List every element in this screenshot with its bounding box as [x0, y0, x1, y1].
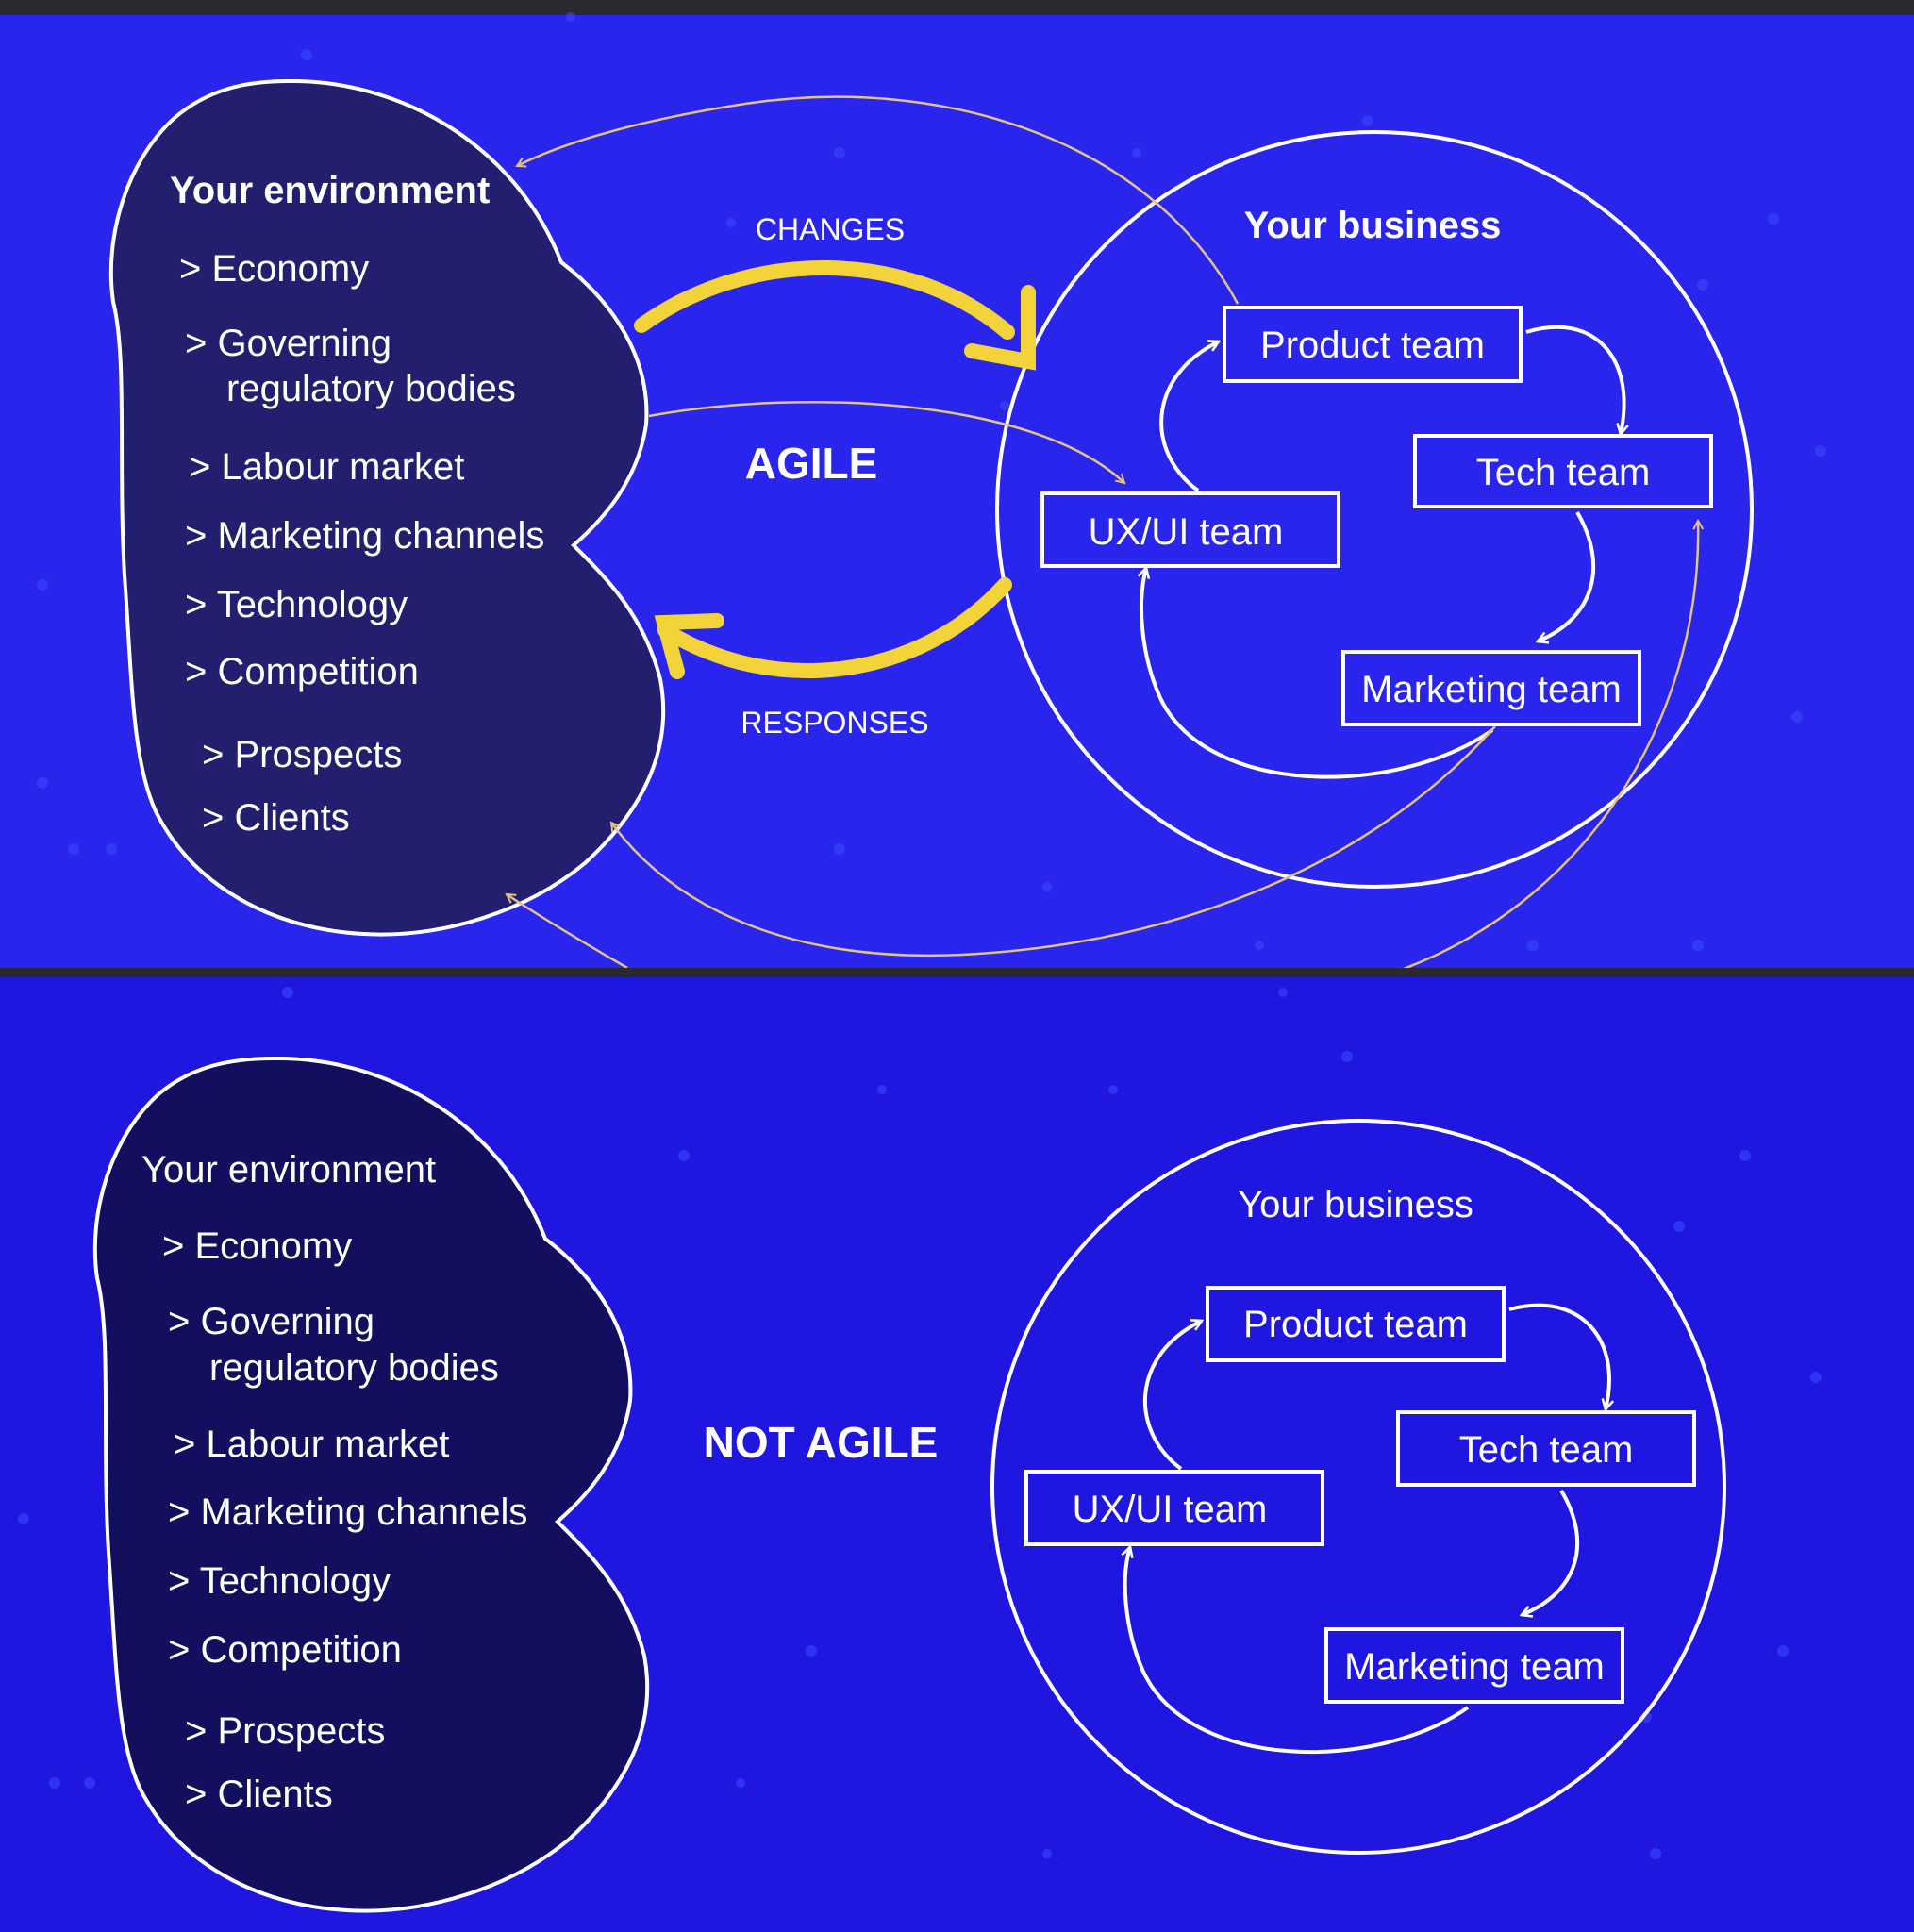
responses-arrow [657, 577, 1012, 678]
feedback-arrow-lower-left [507, 894, 628, 968]
responses-arrowhead [654, 613, 724, 679]
environment-title: Your environment [170, 170, 490, 211]
env-item-technology: > Technology [185, 584, 408, 625]
not-agile-panel: Your environment > Economy > Governing r… [0, 977, 1914, 1932]
team-product-bottom: Product team [1206, 1286, 1506, 1362]
team-tech: Tech team [1413, 434, 1713, 508]
responses-label: RESPONSES [741, 706, 928, 740]
feedback-arrow-right [1402, 521, 1698, 968]
feedback-arrow-bottom [611, 725, 1496, 957]
env-item-labour-market: > Labour market [189, 446, 464, 488]
business-circle-bottom [990, 1119, 1726, 1855]
env-item-regulatory-bodies: regulatory bodies [226, 368, 516, 409]
background-dots [37, 12, 1826, 951]
team-marketing: Marketing team [1341, 650, 1641, 726]
agile-label: AGILE [745, 439, 878, 488]
env-item-governing-bottom: > Governing [168, 1301, 374, 1342]
team-marketing-label-bottom: Marketing team [1344, 1646, 1605, 1688]
team-product-label: Product team [1260, 325, 1485, 366]
env-item-competition-bottom: > Competition [168, 1629, 402, 1671]
environment-title-bottom: Your environment [141, 1149, 436, 1191]
team-ux-ui-bottom: UX/UI team [1024, 1470, 1324, 1546]
changes-label: CHANGES [756, 212, 905, 246]
business-title-bottom: Your business [1238, 1184, 1473, 1225]
business-title: Your business [1244, 205, 1502, 246]
environment-blob [108, 78, 666, 937]
business-circle [995, 130, 1754, 889]
env-item-clients-bottom: > Clients [185, 1774, 333, 1815]
arrow-marketing-to-ux [1141, 568, 1494, 779]
env-item-prospects: > Prospects [202, 734, 402, 775]
team-ux-ui-label-bottom: UX/UI team [1073, 1489, 1268, 1530]
arrow-ux-to-product-bottom [1142, 1321, 1202, 1471]
environment-list-bottom: > Economy > Governing regulatory bodies … [162, 1225, 527, 1815]
env-item-economy: > Economy [179, 248, 369, 290]
feedback-arrow-top [517, 95, 1240, 305]
not-agile-label: NOT AGILE [704, 1418, 939, 1467]
feedback-arrow-mid [648, 401, 1124, 483]
team-ux-ui: UX/UI team [1040, 491, 1340, 568]
team-product-label-bottom: Product team [1243, 1304, 1468, 1345]
changes-arrow [634, 260, 1015, 340]
env-item-economy-bottom: > Economy [162, 1225, 352, 1267]
team-marketing-bottom: Marketing team [1324, 1627, 1624, 1704]
environment-blob-bottom [92, 1056, 650, 1913]
env-item-regulatory-bodies-bottom: regulatory bodies [209, 1347, 499, 1389]
background-dots-bottom [18, 987, 1822, 1859]
agile-panel: Your environment > Economy > Governing r… [0, 12, 1914, 968]
env-item-technology-bottom: > Technology [168, 1560, 391, 1602]
changes-arrowhead [964, 285, 1036, 371]
arrow-tech-to-marketing [1538, 510, 1596, 641]
env-item-clients: > Clients [202, 797, 350, 839]
team-tech-bottom: Tech team [1396, 1410, 1696, 1487]
team-tech-label: Tech team [1476, 452, 1651, 493]
feedback-arrows [507, 95, 1698, 968]
team-tech-label-bottom: Tech team [1459, 1429, 1634, 1471]
env-item-labour-market-bottom: > Labour market [174, 1424, 449, 1465]
env-item-marketing-channels: > Marketing channels [185, 515, 544, 557]
arrow-product-to-tech-bottom [1508, 1303, 1609, 1409]
env-item-marketing-channels-bottom: > Marketing channels [168, 1491, 527, 1533]
arrow-ux-to-product [1159, 341, 1219, 492]
arrow-product-to-tech [1525, 325, 1624, 434]
panel-separator [0, 968, 1914, 977]
env-item-governing: > Governing [185, 323, 391, 364]
arrow-tech-to-marketing-bottom [1522, 1489, 1580, 1615]
env-item-competition: > Competition [185, 651, 419, 692]
team-marketing-label: Marketing team [1361, 669, 1622, 710]
team-product: Product team [1223, 306, 1523, 383]
env-item-prospects-bottom: > Prospects [185, 1710, 385, 1752]
environment-list: > Economy > Governing regulatory bodies … [179, 248, 544, 839]
team-ux-ui-label: UX/UI team [1089, 511, 1284, 553]
arrow-marketing-to-ux-bottom [1125, 1547, 1470, 1754]
